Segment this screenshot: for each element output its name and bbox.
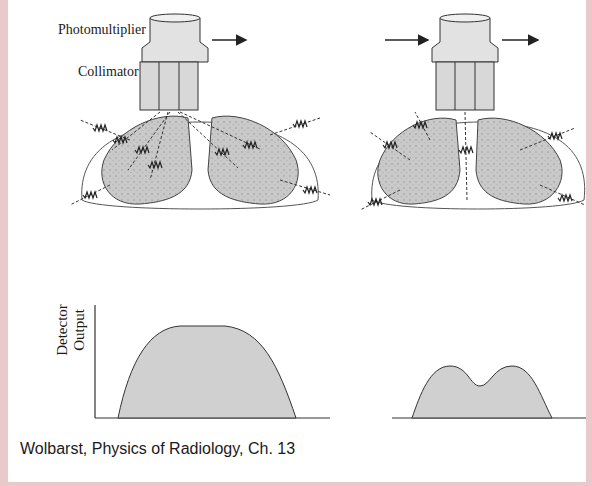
label: Collimator — [78, 64, 139, 80]
photon-symbol — [93, 125, 107, 131]
photon-symbol — [293, 121, 307, 127]
photon-symbol — [83, 192, 97, 198]
photon-symbol — [148, 162, 162, 168]
photon-symbol — [459, 147, 473, 153]
photon-symbol — [368, 199, 382, 205]
photon-symbol — [215, 149, 229, 155]
photon-symbol — [413, 122, 427, 128]
photon-symbol — [303, 187, 317, 193]
photon-symbol — [558, 195, 572, 201]
axis-label: Detector Output — [54, 300, 87, 360]
photon-symbol — [243, 142, 257, 148]
caption: Wolbarst, Physics of Radiology, Ch. 13 — [20, 440, 295, 458]
photon-symbol — [383, 142, 397, 148]
photon-symbol — [113, 137, 127, 143]
photon-symbol — [548, 133, 562, 139]
photon-symbol — [135, 147, 149, 153]
label: Photomultiplier — [58, 22, 146, 38]
